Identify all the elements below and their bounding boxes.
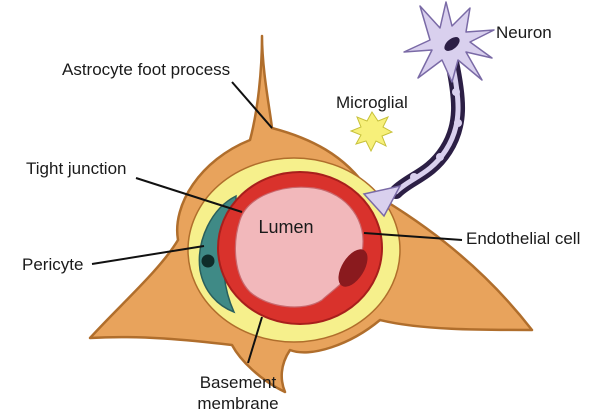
astrocyte-label: Astrocyte foot process bbox=[62, 60, 230, 79]
microglial-cell bbox=[349, 111, 394, 153]
basement-label-line1: Basement bbox=[200, 373, 277, 392]
nodes-of-ranvier bbox=[410, 88, 462, 181]
lumen-label: Lumen bbox=[258, 217, 313, 237]
basement-label-line2: membrane bbox=[197, 394, 278, 413]
astrocyte-leader-line bbox=[231, 81, 273, 129]
neuron-axon-terminal bbox=[362, 184, 402, 218]
endothelial-leader-line bbox=[363, 232, 463, 241]
tight-junction-leader-line bbox=[135, 177, 243, 213]
tight-junction-label: Tight junction bbox=[26, 159, 126, 178]
endothelial-label: Endothelial cell bbox=[466, 229, 580, 248]
neuron-label: Neuron bbox=[496, 23, 552, 42]
neuron-nucleus bbox=[444, 37, 460, 51]
basement-membrane-leader-line bbox=[247, 316, 263, 364]
microglial-label: Microglial bbox=[336, 93, 408, 112]
pericyte-leader-line bbox=[91, 245, 205, 265]
pericyte-label: Pericyte bbox=[22, 255, 83, 274]
pericyte-nucleus bbox=[201, 254, 215, 268]
endothelial-nucleus bbox=[338, 249, 368, 287]
